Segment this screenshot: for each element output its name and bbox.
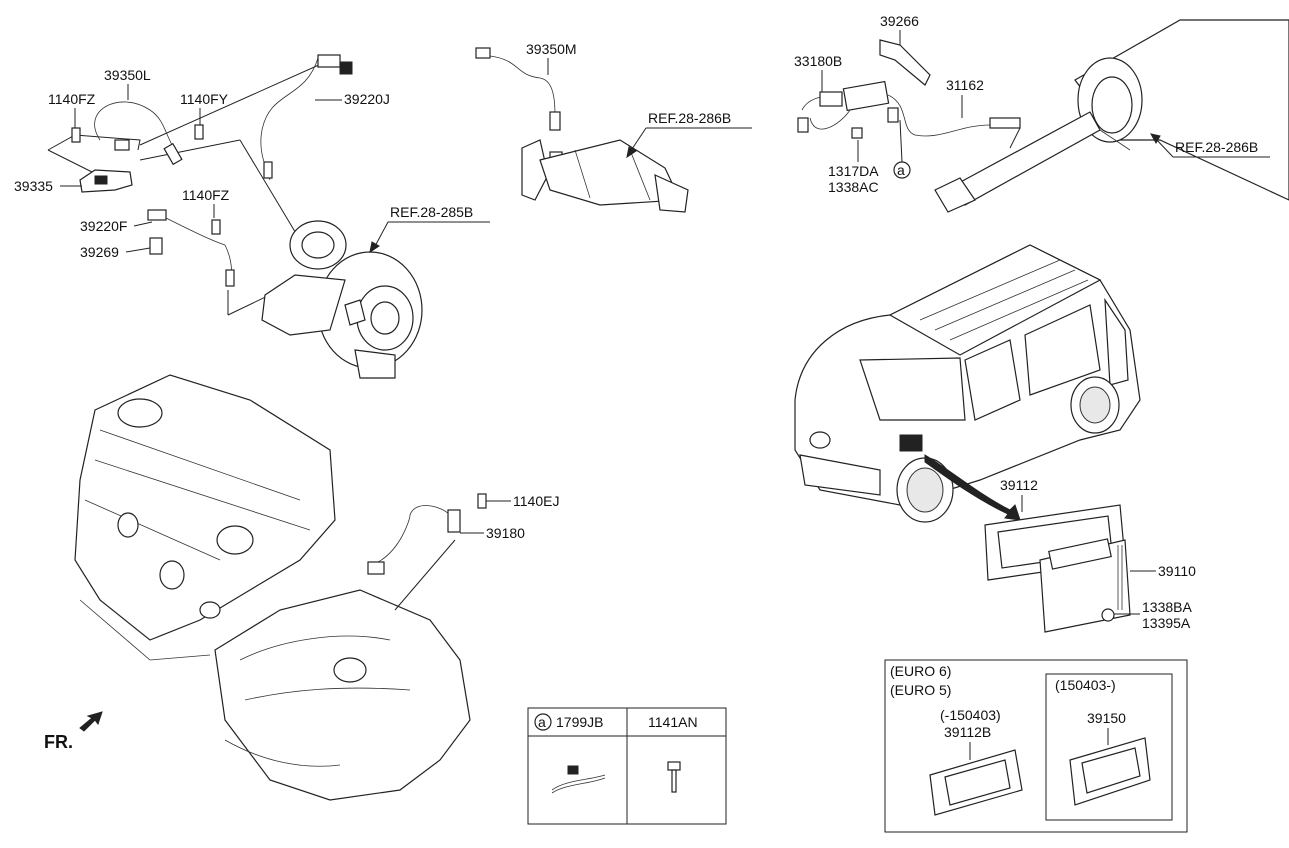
label-ref-28-286B-right: REF.28-286B [1175, 139, 1258, 155]
label-1140FZ-mid: 1140FZ [182, 187, 230, 203]
ecu-bracket-new [1069, 737, 1151, 806]
ecu-assembly [984, 504, 1131, 633]
label-39266: 39266 [880, 13, 919, 29]
front-arrow-icon [79, 711, 103, 732]
variant-range-new-label: (150403-) [1055, 677, 1116, 693]
label-39180: 39180 [486, 525, 525, 541]
label-ref-28-286B-mid: REF.28-286B [648, 110, 731, 126]
crankshaft-sensor [367, 493, 487, 611]
label-39335: 39335 [14, 178, 53, 194]
label-1338BA: 1338BA [1142, 599, 1192, 615]
label-39350M: 39350M [526, 41, 577, 57]
label-39269: 39269 [80, 244, 119, 260]
parts-table [527, 707, 727, 825]
variant-part-39150-label: 39150 [1087, 710, 1126, 726]
label-13395A: 13395A [1142, 615, 1191, 631]
nox-sensor-group [797, 39, 1021, 149]
label-1317DA: 1317DA [828, 163, 879, 179]
callout-a-letter: a [897, 162, 905, 178]
catalytic-converter-group [475, 47, 689, 213]
front-indicator-label: FR. [44, 732, 73, 752]
label-39110: 39110 [1158, 563, 1196, 579]
label-1140EJ: 1140EJ [513, 493, 559, 509]
label-39220F: 39220F [80, 218, 127, 234]
cable-tie-icon [551, 765, 606, 794]
variant-euro6-label: (EURO 6) [890, 663, 951, 679]
turbocharger [261, 220, 423, 379]
euro-variant-box [884, 659, 1188, 833]
sensor-group-top-left [47, 54, 423, 379]
vehicle-illustration [794, 244, 1141, 523]
bolt-icon [667, 761, 681, 793]
label-39220J: 39220J [344, 91, 390, 107]
label-39112: 39112 [1000, 477, 1038, 493]
label-1140FZ-top: 1140FZ [48, 91, 96, 107]
label-1338AC: 1338AC [828, 179, 879, 195]
variant-euro5-label: (EURO 5) [890, 682, 951, 698]
label-1140FY: 1140FY [180, 91, 229, 107]
muffler [934, 19, 1289, 213]
table-part-1141AN: 1141AN [648, 714, 698, 730]
table-part-1799JB: 1799JB [556, 714, 603, 730]
label-39350L: 39350L [104, 67, 151, 83]
table-callout-a-circle [534, 713, 552, 731]
table-callout-a-letter: a [538, 714, 546, 730]
variant-range-old-label: (-150403) [940, 707, 1001, 723]
label-33180B: 33180B [794, 53, 842, 69]
label-31162: 31162 [946, 77, 984, 93]
engine-block [74, 374, 471, 801]
label-ref-28-285B: REF.28-285B [390, 204, 473, 220]
variant-part-39112B-label: 39112B [944, 724, 991, 740]
ecu-bracket-old [929, 749, 1023, 816]
